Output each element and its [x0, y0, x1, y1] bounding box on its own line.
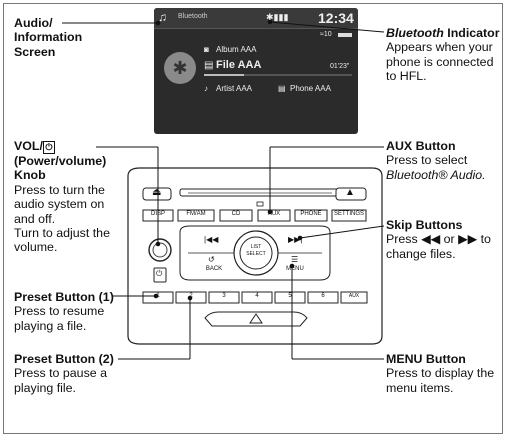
- preset-2-title: Preset Button (2): [14, 352, 114, 366]
- screen-source-label: Bluetooth: [178, 13, 208, 20]
- disp-button[interactable]: DISP: [150, 211, 165, 217]
- eject-right-icon[interactable]: ▲: [345, 187, 355, 198]
- bluetooth-indicator-icon: ✱▮▮▮: [266, 12, 289, 22]
- bluetooth-indicator-desc: Appears when your phone is connected to …: [386, 40, 494, 84]
- aux-button[interactable]: AUX: [267, 211, 281, 217]
- album-name: Album AAA: [216, 45, 257, 54]
- artist-icon: ♪: [204, 84, 208, 93]
- screen-clock: 12:34: [318, 10, 354, 26]
- preset-button-2[interactable]: 2: [189, 293, 193, 299]
- phone-button[interactable]: PHONE: [300, 211, 322, 217]
- screen-header: [154, 8, 358, 29]
- volume-bar: [338, 33, 352, 37]
- preset-button-3[interactable]: 3: [222, 293, 226, 299]
- back-icon: ↺: [208, 255, 215, 264]
- power-icon: ⏻: [156, 269, 163, 278]
- music-note-icon: ♫: [158, 10, 167, 24]
- skip-buttons-desc: Press ◀◀ or ▶▶ to change files.: [386, 232, 491, 261]
- bluetooth-logo-icon: ✱: [164, 52, 196, 84]
- skip-back-icon[interactable]: |◀◀: [204, 235, 219, 244]
- phone-icon: ▤: [278, 84, 286, 93]
- vol-knob-desc-2: Turn to adjust the volume.: [14, 226, 110, 255]
- file-name: File AAA: [216, 59, 262, 71]
- file-icon: ▤: [204, 60, 214, 71]
- aux-button-desc: Press to select Bluetooth® Audio.: [386, 153, 486, 182]
- menu-button[interactable]: MENU: [286, 266, 304, 272]
- phone-name: Phone AAA: [290, 84, 331, 93]
- power-symbol-icon: ⏻: [42, 141, 55, 154]
- menu-button-desc: Press to display the menu items.: [386, 366, 495, 395]
- preset-button-1[interactable]: 1: [156, 293, 160, 299]
- skip-buttons-title: Skip Buttons: [386, 218, 463, 232]
- aux-button-title: AUX Button: [386, 139, 456, 153]
- artist-name: Artist AAA: [216, 84, 253, 93]
- preset-button-6[interactable]: 6: [321, 293, 325, 299]
- elapsed-time: 01'23": [330, 63, 350, 70]
- preset-1-desc: Press to resume playing a file.: [14, 304, 105, 333]
- menu-icon: ☰: [291, 255, 299, 264]
- progress-track: [204, 74, 352, 76]
- callout-menu-button: MENU Button Press to display the menu it…: [386, 352, 504, 395]
- bluetooth-indicator-title: Bluetooth Indicator: [386, 26, 500, 40]
- callout-vol-knob: VOL/⏻(Power/volume)Knob Press to turn th…: [14, 139, 122, 255]
- progress-fill: [204, 74, 244, 76]
- volume-readout: ≈10: [320, 31, 332, 38]
- eject-left-icon[interactable]: ⏏: [152, 187, 162, 198]
- list-select-knob[interactable]: LIST SELECT: [246, 244, 266, 257]
- aux-jack-icon: AUX: [348, 293, 360, 299]
- preset-2-desc: Press to pause a playing file.: [14, 366, 107, 395]
- audio-screen-title: Audio/ Information Screen: [14, 16, 83, 59]
- cd-button[interactable]: CD: [231, 211, 241, 217]
- vol-knob-title: VOL/⏻(Power/volume)Knob: [14, 139, 107, 183]
- callout-preset-1: Preset Button (1) Press to resume playin…: [14, 290, 126, 333]
- preset-button-5[interactable]: 5: [288, 293, 292, 299]
- callout-audio-screen: Audio/ Information Screen: [14, 16, 124, 59]
- back-button[interactable]: BACK: [205, 266, 223, 272]
- callout-preset-2: Preset Button (2) Press to pause a playi…: [14, 352, 126, 395]
- callout-bluetooth-indicator: Bluetooth Indicator Appears when your ph…: [386, 26, 504, 84]
- menu-button-title: MENU Button: [386, 352, 466, 366]
- callout-aux-button: AUX Button Press to select Bluetooth® Au…: [386, 139, 504, 182]
- vol-knob-desc-1: Press to turn the audio system on and of…: [14, 182, 105, 226]
- preset-button-4[interactable]: 4: [255, 293, 259, 299]
- skip-forward-icon[interactable]: ▶▶|: [288, 235, 303, 244]
- callout-skip-buttons: Skip Buttons Press ◀◀ or ▶▶ to change fi…: [386, 218, 504, 261]
- preset-1-title: Preset Button (1): [14, 290, 114, 304]
- fm-am-button[interactable]: FM/AM: [186, 211, 206, 217]
- album-icon: ◙: [204, 45, 209, 54]
- audio-information-screen: ♫ Bluetooth ✱▮▮▮ 12:34 ≈10 ✱ ◙ Album AAA…: [154, 8, 358, 134]
- settings-button[interactable]: SETTINGS: [333, 211, 364, 217]
